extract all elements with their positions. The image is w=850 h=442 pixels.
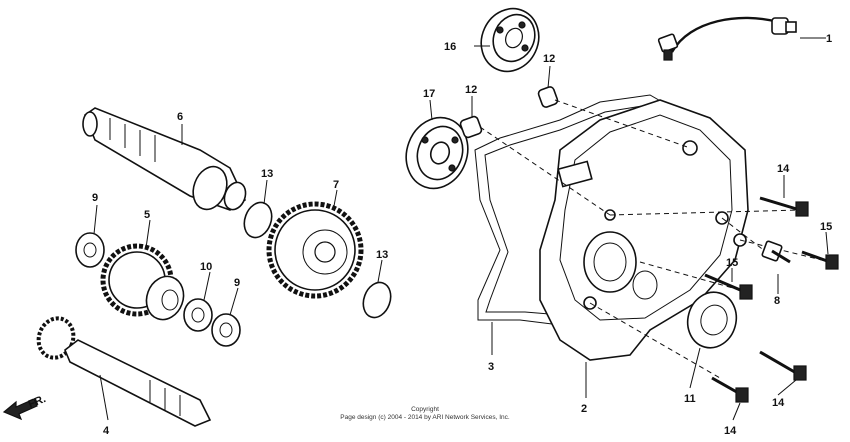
leader-lines [93, 37, 829, 421]
part-17-bearing [405, 116, 469, 190]
label-14: 14 [772, 397, 785, 409]
label-15: 15 [820, 221, 832, 233]
label-8: 8 [774, 295, 780, 307]
label-10: 10 [200, 261, 212, 273]
part-12-dowel-pins [459, 86, 559, 139]
front-direction-arrow: FR. [2, 393, 48, 421]
label-11: 11 [684, 393, 696, 405]
label-5: 5 [144, 209, 150, 221]
label-9: 9 [234, 277, 240, 289]
label-7: 7 [333, 179, 339, 191]
label-14: 14 [777, 163, 790, 175]
copyright-notice: Copyright Page design (c) 2004 - 2014 by… [340, 406, 510, 421]
callout-labels: 1 16 12 12 17 6 13 7 9 5 10 9 13 14 15 1… [92, 33, 832, 437]
copyright-line-1: Copyright [411, 406, 439, 413]
label-4: 4 [103, 425, 110, 437]
part-16-bearing [480, 7, 540, 73]
part-5-gear [100, 243, 185, 321]
part-6-shaft [82, 107, 247, 211]
label-12: 12 [543, 53, 555, 65]
part-11-oil-seal [686, 291, 738, 349]
label-17: 17 [423, 88, 435, 100]
copyright-line-2: Page design (c) 2004 - 2014 by ARI Netwo… [340, 414, 510, 421]
part-1-sensor-cable [657, 16, 797, 61]
part-7-gear [266, 201, 364, 299]
label-15: 15 [726, 257, 738, 269]
label-14: 14 [724, 425, 737, 437]
part-9-10-washers [75, 232, 241, 347]
label-3: 3 [488, 361, 494, 373]
label-2: 2 [581, 403, 587, 415]
label-13: 13 [376, 249, 388, 261]
part-4-drive-shaft [36, 316, 212, 427]
label-12: 12 [465, 84, 477, 96]
label-16: 16 [444, 41, 456, 53]
label-13: 13 [261, 168, 273, 180]
label-1: 1 [826, 33, 832, 45]
bolts [704, 196, 839, 403]
label-9: 9 [92, 192, 98, 204]
part-2-transmission-cover [539, 99, 749, 361]
label-6: 6 [177, 111, 183, 123]
front-label: FR. [27, 393, 48, 411]
assembly-lines [479, 99, 831, 379]
